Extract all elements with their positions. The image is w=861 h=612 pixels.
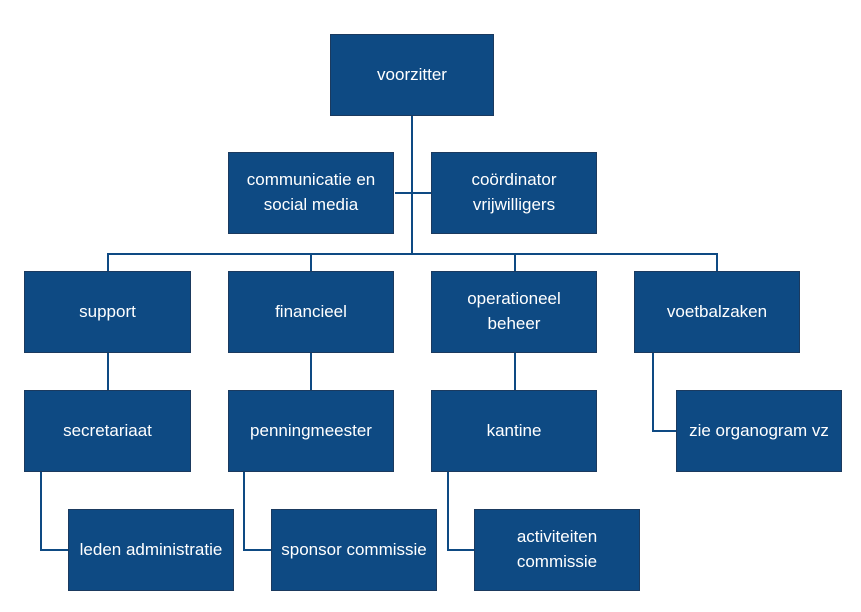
connector-kantine-elbow — [447, 549, 474, 551]
connector-departments-bus — [107, 253, 717, 255]
connector-secretariaat-elbow — [40, 549, 68, 551]
node-label: communicatie en social media — [246, 170, 376, 214]
connector-staff-branch — [395, 192, 431, 194]
node-label: zie organogram vz — [689, 420, 829, 440]
node-secretariaat: secretariaat — [24, 390, 191, 472]
connector-penningmeester-elbow — [243, 549, 271, 551]
node-voetbalzaken: voetbalzaken — [634, 271, 800, 353]
connector-penningmeester-down — [243, 471, 245, 550]
connector-voorzitter-trunk — [411, 116, 413, 254]
node-label: kantine — [486, 420, 542, 440]
connector-financieel-penningmeester — [310, 352, 312, 391]
node-label: operationeel beheer — [467, 289, 561, 333]
connector-voetbalzaken-down — [652, 352, 654, 430]
connector-to-operationeel — [514, 253, 516, 272]
node-label: voetbalzaken — [666, 301, 768, 321]
node-operationeel: operationeel beheer — [431, 271, 597, 353]
node-penningmeester: penningmeester — [228, 390, 394, 472]
connector-to-financieel — [310, 253, 312, 272]
connector-voetbalzaken-elbow — [652, 430, 676, 432]
connector-support-secretariaat — [107, 352, 109, 391]
connector-to-support — [107, 253, 109, 272]
connector-to-voetbalzaken — [716, 253, 718, 272]
node-support: support — [24, 271, 191, 353]
node-label: leden administratie — [79, 539, 223, 559]
node-activiteiten: activiteiten commissie — [474, 509, 640, 591]
node-sponsor: sponsor commissie — [271, 509, 437, 591]
node-label: financieel — [275, 301, 347, 321]
node-label: penningmeester — [250, 420, 372, 440]
node-label: coördinator vrijwilligers — [471, 170, 557, 214]
node-financieel: financieel — [228, 271, 394, 353]
connector-operationeel-kantine — [514, 352, 516, 391]
node-coordinator: coördinator vrijwilligers — [431, 152, 597, 234]
connector-secretariaat-down — [40, 471, 42, 550]
node-label: activiteiten commissie — [516, 527, 598, 571]
node-kantine: kantine — [431, 390, 597, 472]
node-label: secretariaat — [63, 420, 152, 440]
node-label: sponsor commissie — [281, 539, 427, 559]
connector-kantine-down — [447, 471, 449, 550]
node-zie-organogram: zie organogram vz — [676, 390, 842, 472]
node-label: voorzitter — [377, 64, 447, 84]
node-communicatie: communicatie en social media — [228, 152, 394, 234]
node-leden: leden administratie — [68, 509, 234, 591]
node-voorzitter: voorzitter — [330, 34, 494, 116]
node-label: support — [79, 301, 136, 321]
